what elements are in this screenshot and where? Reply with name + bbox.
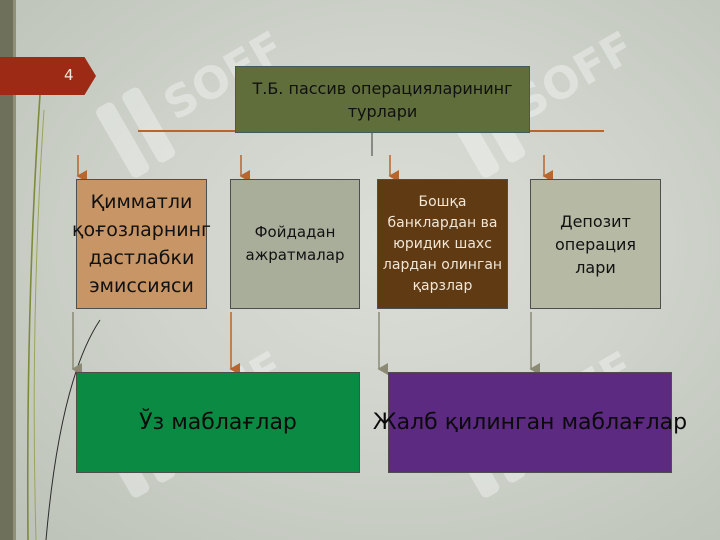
source-box-borrowings: Бошқа банклардан ва юридик шахс лардан о… bbox=[377, 179, 508, 309]
source-box-deposit-operations: Депозит операция лари bbox=[530, 179, 661, 309]
diagram-title-box: Т.Б. пассив операцияларининг турлари bbox=[235, 66, 530, 133]
left-accent-stripe bbox=[0, 0, 13, 540]
source-label-3: Бошқа банклардан ва юридик шахс лардан о… bbox=[382, 193, 503, 294]
target-box-own-funds: Ўз маблағлар bbox=[76, 372, 360, 473]
page-number-badge bbox=[0, 57, 96, 95]
source-label-1: Қимматли қоғозларнинг дастлабки эмиссияс… bbox=[71, 191, 212, 297]
source-box-securities-emission: Қимматли қоғозларнинг дастлабки эмиссияс… bbox=[72, 179, 211, 309]
source-box-profit-allocations: Фойдадан ажратмалар bbox=[230, 179, 360, 309]
source-label-2: Фойдадан ажратмалар bbox=[245, 223, 345, 264]
page-number: 4 bbox=[64, 66, 74, 84]
left-accent-stripe-inner bbox=[13, 0, 16, 540]
source-label-4: Депозит операция лари bbox=[555, 211, 636, 277]
target-box-attracted-funds: Жалб қилинган маблағлар bbox=[373, 372, 687, 473]
target-label-own-funds: Ўз маблағлар bbox=[139, 410, 297, 435]
target-label-attracted-funds: Жалб қилинган маблағлар bbox=[372, 410, 688, 435]
diagram-title: Т.Б. пассив операцияларининг турлари bbox=[252, 78, 513, 121]
